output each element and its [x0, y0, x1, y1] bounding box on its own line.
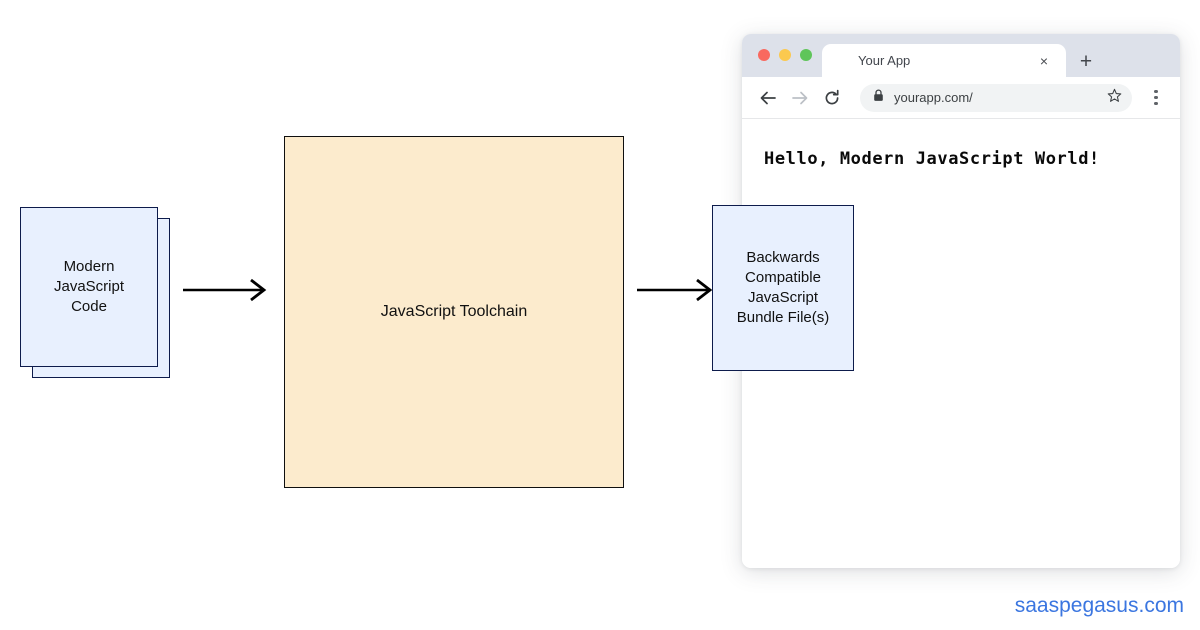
toolchain-node: JavaScript Toolchain	[284, 136, 624, 488]
toolchain-label: JavaScript Toolchain	[380, 303, 528, 320]
page-heading: Hello, Modern JavaScript World!	[764, 149, 1100, 169]
right-arrow-icon	[183, 278, 269, 302]
reload-icon[interactable]	[818, 84, 846, 112]
watermark: saaspegasus.com	[1014, 594, 1184, 617]
browser-tab-strip: Your App × +	[742, 34, 1180, 77]
address-bar-text[interactable]: yourapp.com/	[894, 90, 973, 105]
right-arrow-icon	[637, 278, 715, 302]
browser-window: Your App × +	[742, 34, 1180, 568]
back-icon[interactable]	[754, 84, 782, 112]
window-controls	[758, 49, 812, 61]
source-document-node: Modern JavaScript Code	[20, 207, 158, 367]
bundle-output-label: Backwards Compatible JavaScript Bundle F…	[736, 249, 830, 326]
new-tab-icon[interactable]: +	[1079, 49, 1093, 73]
address-bar[interactable]: yourapp.com/	[860, 83, 1132, 112]
forward-icon[interactable]	[786, 84, 814, 112]
close-window-icon[interactable]	[758, 49, 770, 61]
bundle-output-node: Backwards Compatible JavaScript Bundle F…	[712, 205, 854, 371]
source-document-label: Modern JavaScript Code	[53, 258, 125, 315]
browser-tab[interactable]: Your App ×	[822, 44, 1066, 77]
browser-tab-title: Your App	[858, 53, 911, 68]
browser-menu-icon[interactable]	[1144, 84, 1168, 112]
browser-toolbar: yourapp.com/	[742, 77, 1180, 119]
close-tab-icon[interactable]: ×	[1039, 52, 1049, 69]
bookmark-star-icon[interactable]	[1107, 88, 1122, 108]
lock-icon	[873, 88, 884, 107]
maximize-window-icon[interactable]	[800, 49, 812, 61]
minimize-window-icon[interactable]	[779, 49, 791, 61]
